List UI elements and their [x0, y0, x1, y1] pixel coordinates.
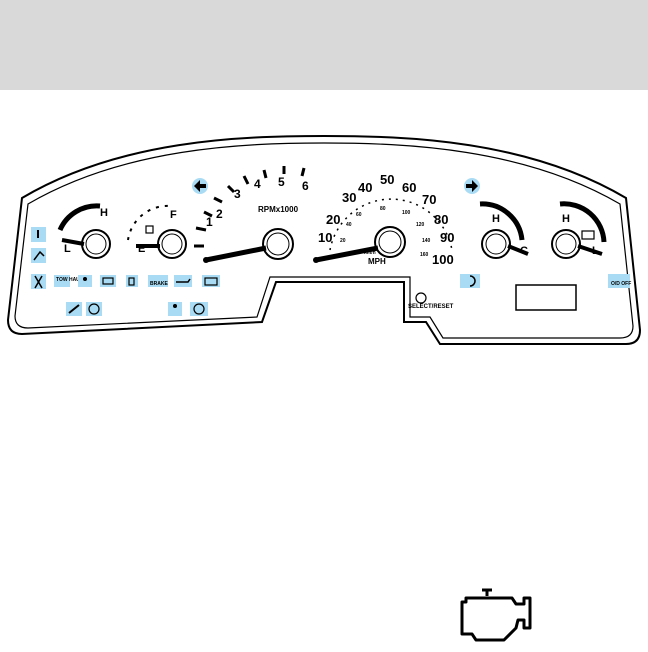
speed-tick-30: 30	[342, 190, 356, 205]
tach-tick-3: 3	[234, 187, 241, 201]
temperature-gauge: H C	[479, 201, 529, 259]
check-engine-large-icon	[460, 588, 532, 642]
svg-text:O/D OFF: O/D OFF	[611, 281, 631, 287]
kmh-tick-60: 60	[356, 212, 362, 218]
svg-text:BRAKE: BRAKE	[150, 281, 168, 287]
speed-tick-100: 100	[432, 252, 454, 267]
battery-gauge: H L	[551, 201, 607, 259]
kmh-tick-100: 100	[402, 210, 411, 216]
tach-tick-4: 4	[254, 177, 261, 191]
high-beam-icon	[460, 274, 480, 288]
tach-label: RPMx1000	[258, 205, 299, 214]
speed-tick-80: 80	[434, 212, 448, 227]
speed-tick-40: 40	[358, 180, 372, 195]
coolant-icon	[31, 227, 46, 242]
kmh-tick-20: 20	[340, 238, 346, 244]
fuel-gauge: F E	[127, 204, 187, 259]
kmh-tick-140: 140	[422, 238, 431, 244]
svg-text:TOW HAUL: TOW HAUL	[56, 277, 83, 283]
turn-right-arrow-icon	[464, 178, 480, 194]
speed-unit-label: MPH	[368, 257, 386, 266]
oil-low-label: L	[64, 243, 71, 255]
abs-icon	[86, 302, 102, 316]
tach-tick-6: 6	[302, 179, 309, 193]
turn-left-arrow-icon	[192, 178, 208, 194]
tow-haul-icon: TOW HAUL	[54, 275, 83, 287]
battery-low-label: L	[592, 245, 599, 257]
fuel-empty-label: E	[138, 243, 145, 255]
temp-cold-label: C	[520, 245, 528, 257]
speed-unit-inner: km/h	[364, 250, 376, 256]
fuel-icon-small	[145, 225, 154, 234]
select-reset-button[interactable]	[415, 292, 427, 304]
header-band	[0, 0, 648, 90]
speed-tick-90: 90	[440, 230, 454, 245]
kmh-tick-120: 120	[416, 222, 425, 228]
battery-high-label: H	[562, 213, 570, 225]
brake-icon: BRAKE	[148, 275, 168, 287]
battery-icon	[202, 275, 220, 287]
tach-tick-5: 5	[278, 175, 285, 189]
kmh-tick-80: 80	[380, 206, 386, 212]
speed-tick-10: 10	[318, 230, 332, 245]
kmh-tick-40: 40	[346, 222, 352, 228]
tach-tick-2: 2	[216, 207, 223, 221]
door-ajar-icon	[31, 248, 46, 263]
fuel-full-label: F	[170, 209, 177, 221]
cluster-outline	[6, 134, 642, 345]
instrument-cluster-diagram: H L F E 1 2 3 4 5 6 RPMx1000	[0, 130, 648, 370]
seatbelt-icon	[31, 274, 46, 289]
oil-high-label: H	[100, 207, 108, 219]
oil-can-icon	[174, 275, 192, 287]
passenger-airbag-icon	[168, 302, 182, 316]
od-off-icon: O/D OFF	[608, 274, 631, 288]
speed-tick-50: 50	[380, 172, 394, 187]
speed-tick-70: 70	[422, 192, 436, 207]
message-display	[515, 284, 577, 311]
check-engine-icon	[100, 275, 116, 287]
speed-control-icon	[190, 302, 208, 316]
temp-high-label: H	[492, 213, 500, 225]
speed-tick-60: 60	[402, 180, 416, 195]
speed-tick-20: 20	[326, 212, 340, 227]
wrench-icon	[66, 302, 82, 316]
select-reset-label: SELECT/RESET	[408, 304, 454, 310]
airbag-icon	[78, 275, 92, 287]
tach-tick-1: 1	[206, 215, 213, 229]
speedometer: 10 20 30 40 50 60 70 80 90 100 MPH km/h …	[313, 172, 454, 267]
oil-pressure-gauge: H L	[57, 203, 111, 259]
tachometer: 1 2 3 4 5 6 RPMx1000	[194, 166, 309, 263]
kmh-tick-160: 160	[420, 252, 429, 258]
fuel-icon	[126, 275, 138, 287]
